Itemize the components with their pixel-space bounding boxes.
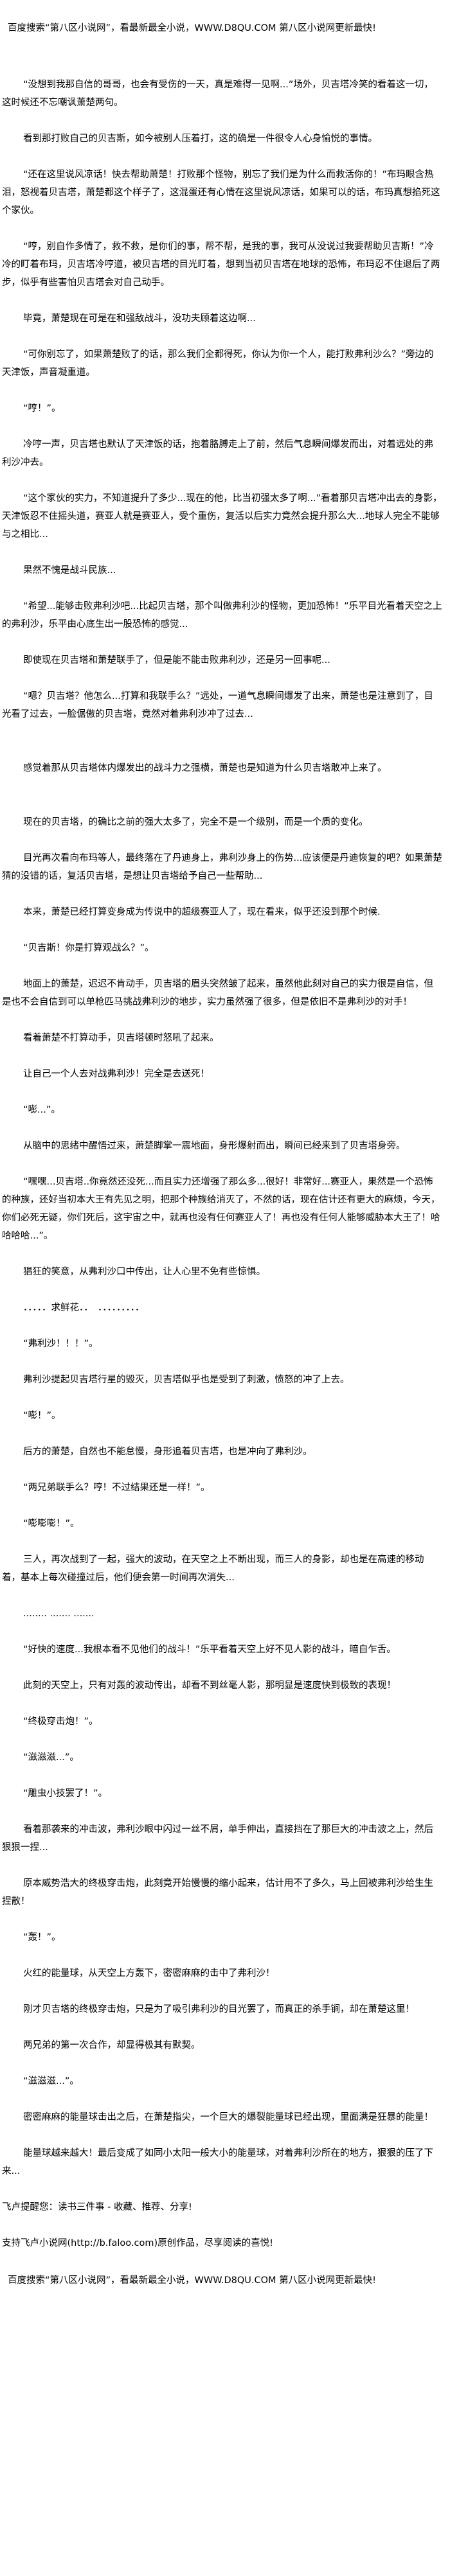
story-paragraph: “哼，别自作多情了，救不救，是你们的事，帮不帮，是我的事，我可从没说过我要帮助贝…: [2, 242, 440, 288]
story-paragraph: ........ ....... .......: [23, 1609, 94, 1619]
story-paragraph: “嗯？贝吉塔？他怎么...打算和我联手么？”远处，一道气息瞬间爆发了出来，萧楚也…: [2, 691, 433, 719]
story-paragraph: 即使现在贝吉塔和萧楚联手了，但是能不能击败弗利沙，还是另一回事呢...: [23, 655, 330, 666]
story-paragraph: “这个家伙的实力，不知道提升了多少...现在的他，比当初强太多了啊...”看着那…: [2, 493, 442, 540]
story-paragraph: 冷哼一声，贝吉塔也默认了天津饭的话，抱着胳膊走上了前，然后气息瞬间爆发而出，对着…: [2, 439, 433, 468]
chapter-page: 百度搜索“第八区小说网”，看最新最全小说，WWW.D8QU.COM 第八区小说网…: [2, 23, 442, 2286]
story-paragraph: 原本威势浩大的终极穿击炮，此刻竟开始慢慢的缩小起来，估计用不了多久，马上回被弗利…: [2, 1878, 433, 1907]
story-paragraph: 现在的贝吉塔，的确比之前的强大太多了，完全不是一个级别，而是一个质的变化。: [23, 817, 368, 827]
story-paragraph: 后方的萧楚，自然也不能怠慢，身形追着贝吉塔，也是冲向了弗利沙。: [23, 1447, 312, 1457]
story-paragraph: 果然不愧是战斗民族...: [23, 565, 116, 576]
story-paragraph: 三人，再次战到了一起，强大的波动，在天空之上不断出现，而三人的身影，却也是在高速…: [2, 1555, 424, 1583]
story-paragraph: “贝吉斯！你是打算观战么？”。: [23, 943, 154, 953]
faloo-support-note: 支持飞卢小说网(http://b.faloo.com)原创作品，尽享阅读的喜悦!: [2, 2238, 273, 2248]
story-paragraph: “弗利沙！！！”。: [23, 1339, 98, 1349]
story-paragraph: 本来，萧楚已经打算变身成为传说中的超级赛亚人了，现在看来，似乎还没到那个时候.: [23, 907, 381, 917]
story-paragraph: 弗利沙提起贝吉塔行星的毁灭，贝吉塔似乎也是受到了刺激，愤怒的冲了上去。: [23, 1375, 350, 1385]
chapter-body: “没想到我那自信的哥哥，也会有受伤的一天，真是难得一见啊...”场外，贝吉塔冷笑…: [2, 76, 442, 2180]
story-paragraph: 地面上的萧楚，迟迟不肯动手，贝吉塔的眉头突然皱了起来，虽然他此刻对自己的实力很是…: [2, 979, 433, 1007]
story-paragraph: “终极穿击炮！”。: [23, 1716, 98, 1727]
story-paragraph: 让自己一个人去对战弗利沙！完全是去送死！: [23, 1069, 210, 1079]
story-paragraph: “哼！”。: [23, 403, 61, 414]
story-paragraph: “嘭...”。: [23, 1105, 60, 1115]
story-paragraph: 目光再次看向布玛等人，最终落在了丹迪身上，弗利沙身上的伤势...应该便是丹迪恢复…: [2, 853, 442, 881]
story-paragraph: “滋滋滋...”。: [23, 1752, 79, 1763]
faloo-reminder: 飞卢提醒您：读书三件事 - 收藏、推荐、分享!: [2, 2202, 192, 2212]
story-paragraph: “可你别忘了，如果萧楚败了的话，那么我们全都得死，你认为你一个人，能打败弗利沙么…: [2, 349, 434, 378]
story-paragraph: “没想到我那自信的哥哥，也会有受伤的一天，真是难得一见啊...”场外，贝吉塔冷笑…: [2, 80, 433, 108]
story-paragraph: “还在这里说风凉话！快去帮助萧楚！打败那个怪物，别忘了我们是为什么而救活你的！”…: [2, 170, 440, 216]
story-paragraph: “雕虫小技罢了！”。: [23, 1788, 108, 1799]
story-paragraph: “轰！”。: [23, 1932, 61, 1943]
story-paragraph: 毕竟，萧楚现在可是在和强敌战斗，没功夫顾着这边啊...: [23, 313, 256, 324]
story-paragraph: “滋滋滋...”。: [23, 2076, 79, 2086]
story-paragraph: 刚才贝吉塔的终极穿击炮，只是为了吸引弗利沙的目光罢了，而真正的杀手锏，却在萧楚这…: [23, 2004, 415, 2015]
story-paragraph: 密密麻麻的能量球击出之后，在萧楚指尖，一个巨大的爆裂能量球已经出现，里面满是狂暴…: [23, 2112, 433, 2122]
story-paragraph: 能量球越来越大！最后变成了如同小太阳一般大小的能量球，对着弗利沙所在的地方，狠狠…: [2, 2148, 433, 2176]
story-paragraph: “嘭！”。: [23, 1411, 61, 1421]
story-paragraph: 猖狂的笑意，从弗利沙口中传出，让人心里不免有些惊惧。: [23, 1267, 266, 1277]
story-paragraph: “嘭嘭嘭！”。: [23, 1519, 80, 1529]
story-paragraph: 此刻的天空上，只有对轰的波动传出，却看不到丝毫人影，那明显是速度快到极致的表现！: [23, 1681, 396, 1691]
story-paragraph: 从脑中的思绪中醒悟过来，萧楚脚掌一震地面，身形爆射而出，瞬间已经来到了贝吉塔身旁…: [23, 1141, 406, 1151]
story-paragraph: 看到那打败自己的贝吉斯，如今被别人压着打，这的确是一件很令人心身愉悦的事情。: [23, 134, 377, 144]
story-paragraph: 两兄弟的第一次合作，却显得极其有默契。: [23, 2040, 201, 2051]
story-paragraph: “嘿嘿...贝吉塔..你竟然还没死...而且实力还增强了那么多...很好！非常好…: [2, 1177, 440, 1241]
story-paragraph: 看着萧楚不打算动手，贝吉塔顿时怒吼了起来。: [23, 1033, 219, 1043]
story-paragraph: “两兄弟联手么？哼！不过结果还是一样！”。: [23, 1483, 210, 1493]
top-promo-banner: 百度搜索“第八区小说网”，看最新最全小说，WWW.D8QU.COM 第八区小说网…: [8, 23, 376, 33]
story-paragraph: 火红的能量球，从天空上方轰下，密密麻麻的击中了弗利沙！: [23, 1968, 275, 1979]
bottom-promo-banner: 百度搜索“第八区小说网”，看最新最全小说，WWW.D8QU.COM 第八区小说网…: [8, 2275, 376, 2286]
story-paragraph: 看着那袭来的冲击波，弗利沙眼中闪过一丝不屑，单手伸出，直接挡在了那巨大的冲击波之…: [2, 1824, 433, 1853]
story-paragraph: “希望...能够击败弗利沙吧...比起贝吉塔，那个叫做弗利沙的怪物，更加恐怖！”…: [2, 601, 442, 630]
story-paragraph: “好快的速度...我根本看不见他们的战斗！”乐平看着天空上好不见人影的战斗，暗自…: [23, 1645, 396, 1655]
story-paragraph: ．．．．．求鲜花．． ．．．．．．．．．: [23, 1303, 145, 1313]
story-paragraph: 感觉着那从贝吉塔体内爆发出的战斗力之强横，萧楚也是知道为什么贝吉塔敢冲上来了。: [23, 763, 387, 773]
